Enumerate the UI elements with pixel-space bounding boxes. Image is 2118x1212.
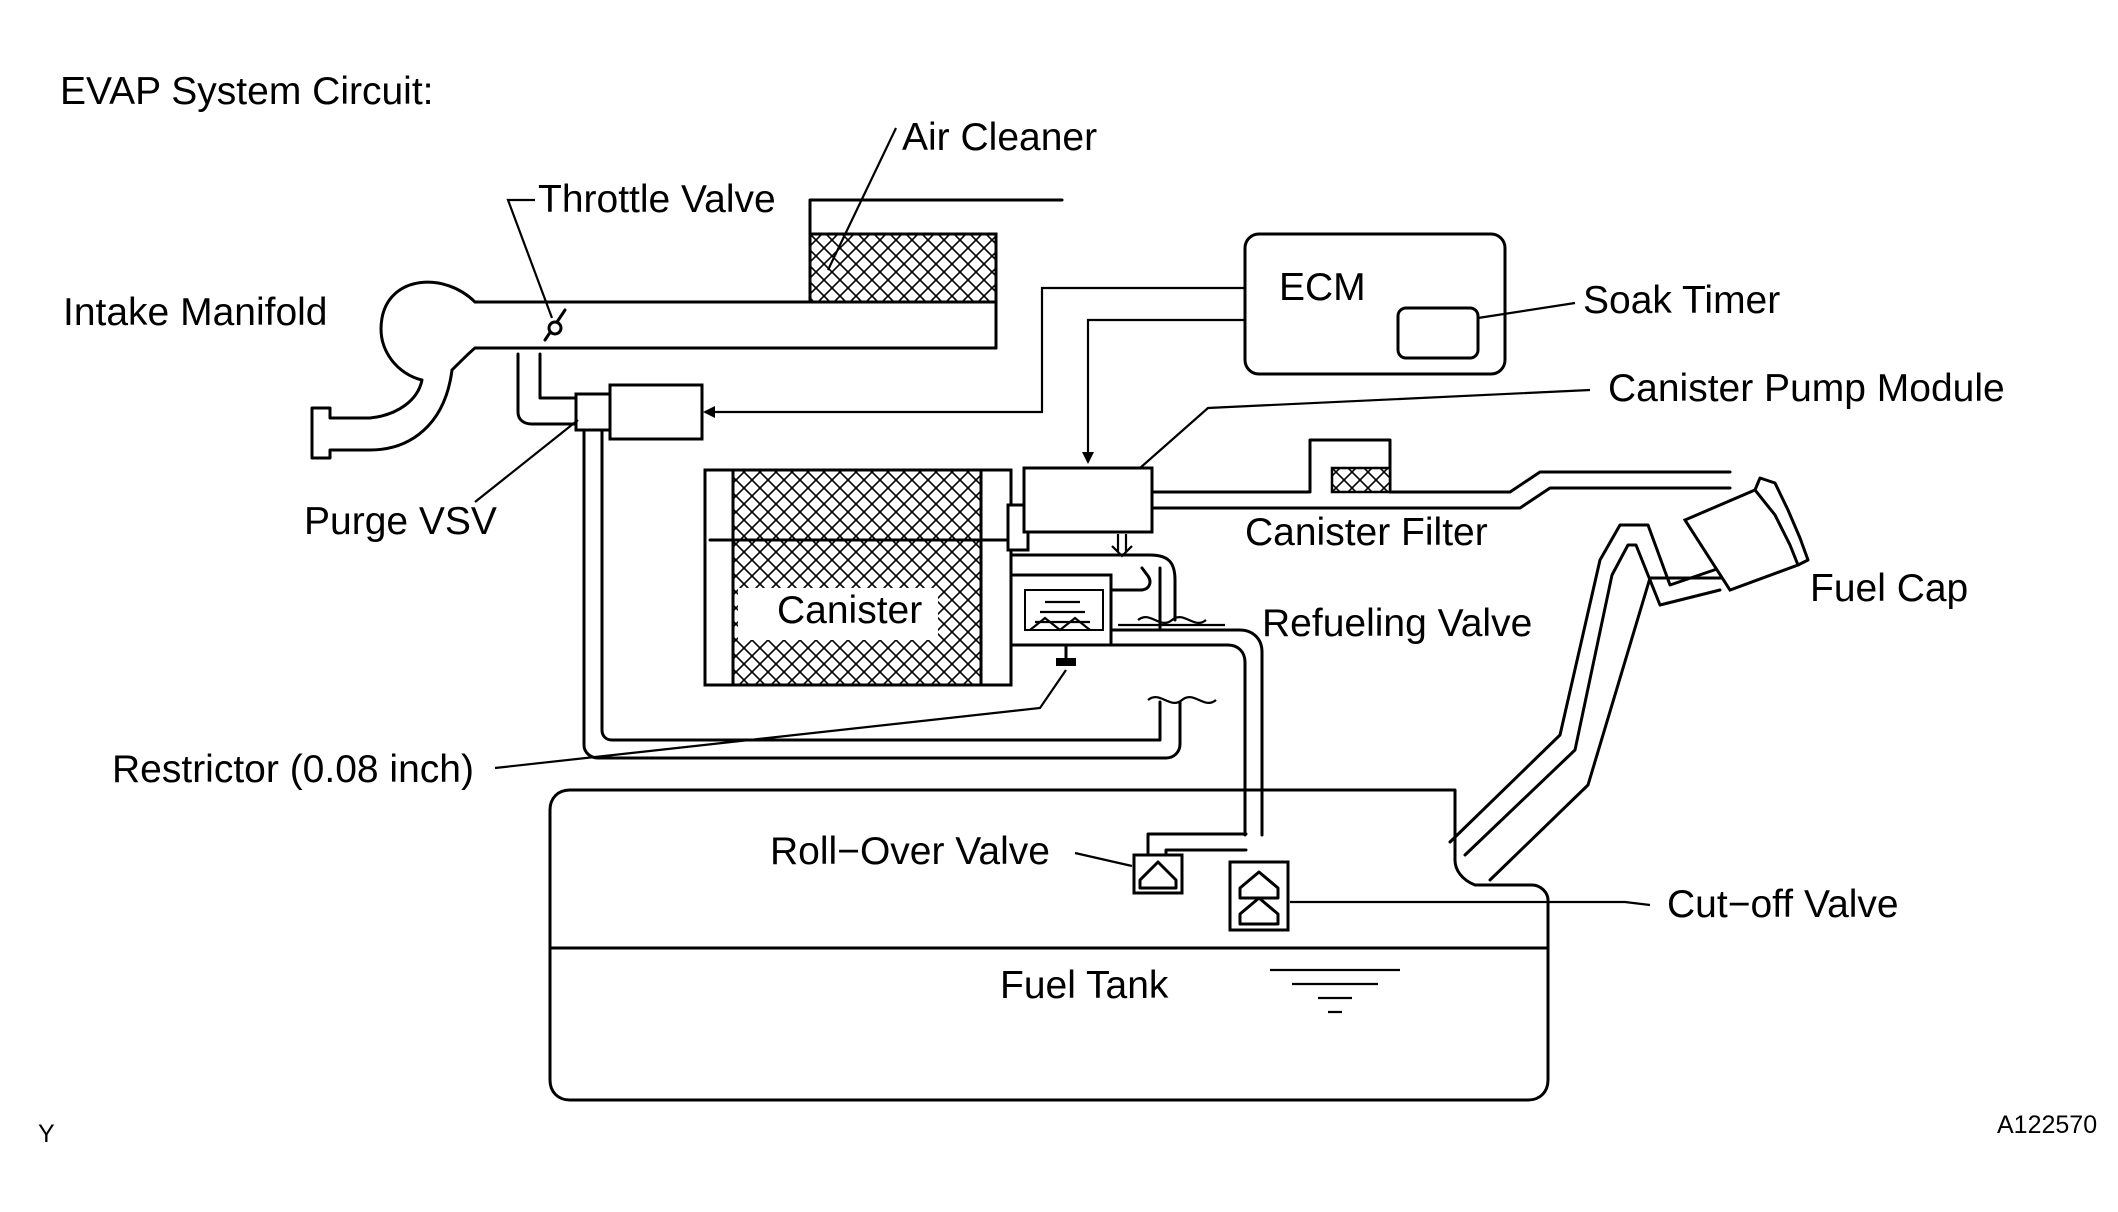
throttle-valve-label: Throttle Valve — [538, 178, 776, 221]
refueling-valve-label: Refueling Valve — [1262, 602, 1532, 645]
cut-off-valve — [1228, 860, 1290, 932]
air-cleaner — [808, 198, 1064, 350]
intake-manifold-label: Intake Manifold — [63, 291, 328, 334]
restrictor-leader — [494, 669, 1067, 770]
air-cleaner-label: Air Cleaner — [902, 116, 1097, 159]
break-mark-upper — [1137, 616, 1207, 624]
footer-left-code: Y — [38, 1120, 55, 1148]
air-cleaner-leader — [827, 127, 897, 271]
soak-timer-leader — [1477, 301, 1576, 320]
fuel-cap-label: Fuel Cap — [1810, 567, 1968, 610]
ecm-to-pump-line — [1082, 318, 1245, 464]
purge-line — [516, 352, 582, 426]
roll-over-valve-label: Roll−Over Valve — [770, 830, 1050, 873]
canister-filter-label: Canister Filter — [1245, 511, 1488, 554]
canister-pump-module-label: Canister Pump Module — [1608, 367, 2005, 410]
soak-timer-box — [1396, 306, 1480, 360]
canister-label: Canister — [777, 589, 922, 632]
vsv-canister-line — [582, 428, 1182, 760]
canister-vent-line — [1150, 438, 1732, 510]
refueling-valve — [1009, 566, 1162, 666]
throttle-valve-leader — [506, 198, 554, 319]
break-mark-lower — [1147, 696, 1217, 704]
roll-over-valve — [1132, 832, 1248, 895]
soak-timer-label: Soak Timer — [1583, 279, 1780, 322]
pump-module-leader — [1139, 388, 1591, 469]
canister-filter-element — [1330, 466, 1392, 494]
cut-off-valve-label: Cut−off Valve — [1667, 883, 1899, 926]
figure-id: A122570 — [1997, 1111, 2097, 1139]
roll-over-leader — [1074, 851, 1133, 868]
restrictor-label: Restrictor (0.08 inch) — [112, 748, 474, 791]
cut-off-leader — [1290, 900, 1651, 907]
ecm: ECM — [1243, 232, 1507, 376]
fuel-cap — [1682, 476, 1810, 592]
intake-manifold — [310, 280, 477, 460]
purge-vsv-leader — [474, 419, 579, 503]
canister: Canister — [703, 468, 1013, 687]
canister-pump-module — [1006, 466, 1177, 622]
intake-duct — [473, 300, 998, 350]
diagram-title: EVAP System Circuit: — [60, 70, 434, 113]
vsv-canister-line-inner — [600, 428, 1162, 742]
purge-vsv — [574, 383, 704, 441]
ecm-to-vsv-line — [703, 286, 1245, 418]
fuel-tank: Fuel Tank — [548, 788, 1550, 1102]
purge-vsv-label: Purge VSV — [304, 500, 497, 543]
throttle-valve — [543, 308, 567, 342]
ecm-label: ECM — [1279, 266, 1366, 309]
vapor-line-to-tank — [1109, 628, 1264, 837]
fuel-tank-label: Fuel Tank — [1000, 964, 1169, 1007]
filler-neck — [1448, 523, 1742, 882]
